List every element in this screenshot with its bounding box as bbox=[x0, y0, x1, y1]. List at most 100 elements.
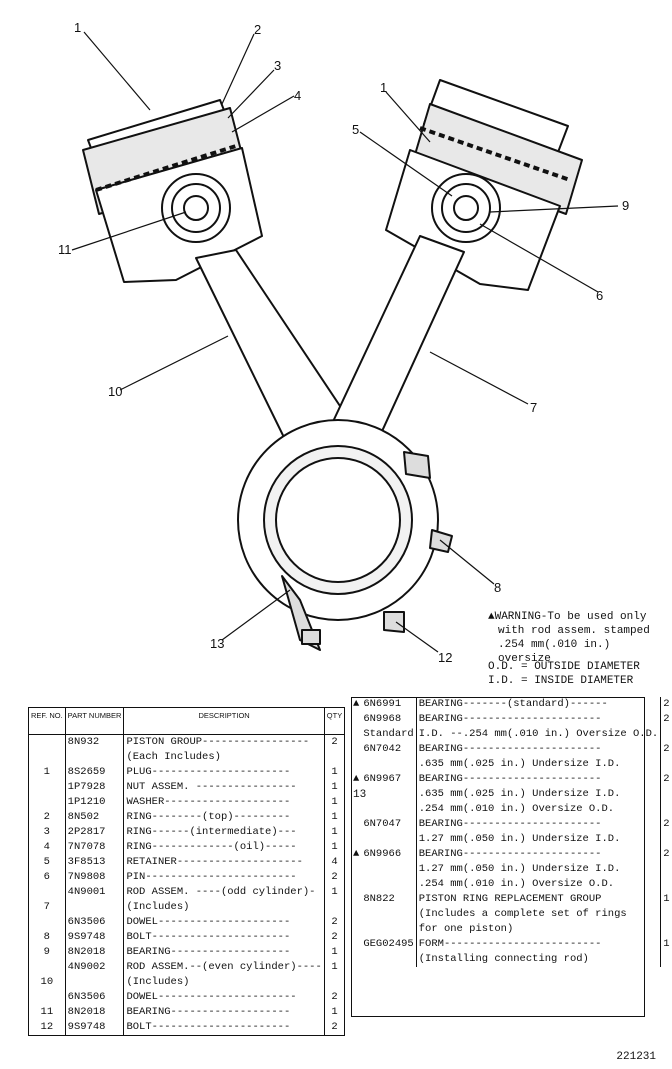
cell-qty bbox=[661, 862, 672, 877]
warning-mark bbox=[351, 787, 361, 802]
table-row: 1.27 mm(.050 in.) Undersize I.D. bbox=[351, 862, 672, 877]
cell-part: 8N932 bbox=[65, 734, 125, 750]
cell-ref: 2 bbox=[28, 810, 66, 825]
cell-qty: 2 bbox=[331, 871, 338, 883]
cell-part bbox=[361, 922, 417, 937]
table-row: (Installing connecting rod) bbox=[351, 952, 672, 967]
cell-qty: 2 bbox=[663, 848, 670, 860]
cell-desc: BEARING---------------------- bbox=[416, 847, 662, 862]
cell-part bbox=[65, 900, 125, 915]
cell-part bbox=[361, 757, 417, 772]
warning-mark bbox=[351, 742, 361, 757]
cell-qty bbox=[661, 727, 672, 742]
cell-part: 6N3506 bbox=[65, 990, 125, 1005]
callout-13: 13 bbox=[210, 636, 225, 651]
cell-part bbox=[65, 975, 125, 990]
cell-qty: 2 bbox=[331, 736, 338, 748]
cell-ref: 7 bbox=[28, 900, 66, 915]
cell-part: 8N822 bbox=[361, 892, 417, 907]
table-row: 10(Includes) bbox=[28, 975, 345, 990]
warning-line-1: ▲WARNING-To be used only bbox=[488, 611, 647, 623]
table-row: (Each Includes) bbox=[28, 750, 345, 765]
cell-qty: 2 bbox=[663, 743, 670, 755]
warning-line-3: .254 mm(.010 in.) oversize bbox=[498, 639, 611, 665]
cell-ref bbox=[28, 885, 66, 900]
warning-mark bbox=[351, 937, 361, 952]
cell-part: 7N9808 bbox=[65, 870, 125, 885]
cell-qty bbox=[324, 900, 344, 915]
left-piston bbox=[82, 99, 263, 283]
cell-qty bbox=[324, 750, 344, 765]
cell-part: 6N7042 bbox=[361, 742, 417, 757]
cell-qty bbox=[661, 907, 672, 922]
cell-part bbox=[361, 877, 417, 892]
cell-ref: 5 bbox=[28, 855, 66, 870]
callout-3: 3 bbox=[274, 58, 282, 73]
warning-mark bbox=[351, 922, 361, 937]
cell-qty bbox=[661, 757, 672, 772]
cell-qty: 1 bbox=[331, 826, 338, 838]
cell-part: 6N7047 bbox=[361, 817, 417, 832]
cell-part: 6N9966 bbox=[361, 847, 417, 862]
cell-desc: BOLT---------------------- bbox=[123, 1020, 325, 1036]
warning-mark bbox=[351, 712, 361, 727]
connecting-rod-piston-drawing bbox=[71, 31, 619, 653]
cell-part: 4N9002 bbox=[65, 960, 125, 975]
cell-ref: 9 bbox=[28, 945, 66, 960]
callout-12: 12 bbox=[438, 650, 453, 665]
cell-ref bbox=[28, 750, 66, 765]
table-row: .254 mm(.010 in.) Oversize O.D. bbox=[351, 802, 672, 817]
table-row: for one piston) bbox=[351, 922, 672, 937]
cell-part bbox=[361, 802, 417, 817]
cell-qty: 2 bbox=[331, 991, 338, 1003]
cell-part: 1P7928 bbox=[65, 780, 125, 795]
cell-desc: BEARING---------------------- bbox=[416, 817, 662, 832]
cell-part: GEG02495 bbox=[361, 937, 417, 952]
cell-part bbox=[361, 787, 417, 802]
cell-ref: 8 bbox=[28, 930, 66, 945]
warning-mark bbox=[351, 892, 361, 907]
cell-qty: 1 bbox=[331, 946, 338, 958]
header-part-number: PART NUMBER bbox=[65, 707, 125, 735]
cell-qty bbox=[661, 877, 672, 892]
warning-mark: ▲ bbox=[353, 773, 360, 785]
cell-part bbox=[361, 862, 417, 877]
warning-note: ▲WARNING-To be used only with rod assem.… bbox=[488, 610, 666, 666]
cell-part: 3F8513 bbox=[65, 855, 125, 870]
callout-5: 5 bbox=[352, 122, 360, 137]
cell-part: 8S2659 bbox=[65, 765, 125, 780]
cell-desc: 1.27 mm(.050 in.) Undersize I.D. bbox=[416, 832, 662, 847]
cell-part bbox=[65, 750, 125, 765]
cell-ref: 10 bbox=[28, 975, 66, 990]
cell-desc: PISTON RING REPLACEMENT GROUP bbox=[416, 892, 662, 907]
cell-ref bbox=[28, 795, 66, 810]
cell-qty: 1 bbox=[331, 886, 338, 898]
cell-part: 6N6991 bbox=[361, 697, 417, 712]
cell-ref bbox=[28, 990, 66, 1005]
cell-ref: 1 bbox=[28, 765, 66, 780]
warning-mark bbox=[351, 727, 361, 742]
cell-desc: 1.27 mm(.050 in.) Undersize I.D. bbox=[416, 862, 662, 877]
cell-part: 6N3506 bbox=[65, 915, 125, 930]
cell-part: 7N7078 bbox=[65, 840, 125, 855]
cell-qty: 2 bbox=[663, 713, 670, 725]
warning-mark bbox=[351, 862, 361, 877]
header-description: DESCRIPTION bbox=[123, 707, 325, 735]
cell-part: 1P1210 bbox=[65, 795, 125, 810]
cell-desc: PIN------------------------ bbox=[123, 870, 325, 885]
table-row: 7(Includes) bbox=[28, 900, 345, 915]
cell-desc: RING------(intermediate)--- bbox=[123, 825, 325, 840]
cell-qty: 1 bbox=[331, 811, 338, 823]
callout-7: 7 bbox=[530, 400, 538, 415]
cell-qty: 1 bbox=[331, 781, 338, 793]
